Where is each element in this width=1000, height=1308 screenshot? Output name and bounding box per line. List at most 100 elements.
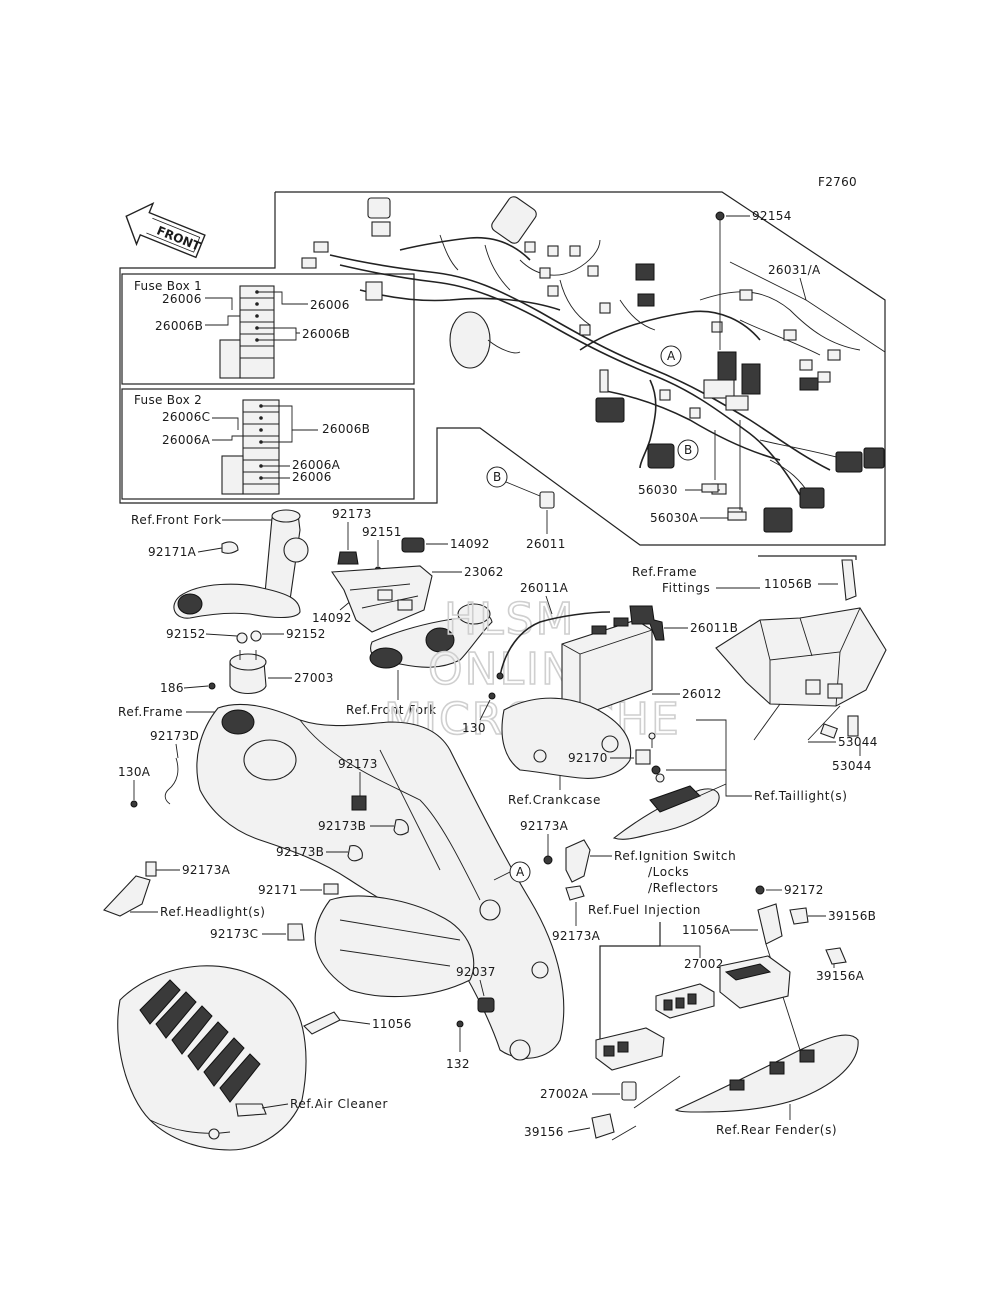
air-cleaner-housing bbox=[117, 965, 307, 1151]
ref-front-fork-1: Ref.Front Fork bbox=[131, 513, 222, 527]
label-11056: 11056 bbox=[372, 1017, 412, 1031]
fuse-box-2-label-right-2: 26006 bbox=[292, 470, 332, 484]
label-92171: 92171 bbox=[258, 883, 298, 897]
callout-a-harness: A bbox=[660, 345, 682, 367]
bracket-ignition-icon bbox=[565, 839, 591, 883]
headlight-bracket-icon bbox=[103, 875, 151, 917]
steering-stem bbox=[173, 509, 309, 644]
ref-front-fork-2: Ref.Front Fork bbox=[346, 703, 437, 717]
grommet-92037-icon bbox=[477, 997, 495, 1013]
label-39156b: 39156B bbox=[828, 909, 876, 923]
label-186: 186 bbox=[160, 681, 184, 695]
label-27003: 27003 bbox=[294, 671, 334, 685]
label-26011b: 26011B bbox=[690, 621, 738, 635]
ref-ignition-1: Ref.Ignition Switch bbox=[614, 849, 736, 863]
label-53044-b: 53044 bbox=[832, 759, 872, 773]
svg-text:A: A bbox=[667, 349, 676, 363]
relay-26011b-icon bbox=[629, 605, 665, 641]
label-56030a: 56030A bbox=[650, 511, 699, 525]
fuse-box-2: Fuse Box 2 26006C 26006A 26006B 26006A 2… bbox=[121, 388, 415, 500]
fuse-box-2-title: Fuse Box 2 bbox=[134, 393, 202, 407]
fuse-box-1-label-right-1: 26006B bbox=[302, 327, 350, 341]
ignition-switch-27003 bbox=[208, 650, 267, 695]
ref-air-cleaner: Ref.Air Cleaner bbox=[290, 1097, 388, 1111]
label-26031: 26031/A bbox=[768, 263, 821, 277]
label-130: 130 bbox=[462, 721, 486, 735]
label-92170: 92170 bbox=[568, 751, 608, 765]
label-23062: 23062 bbox=[464, 565, 504, 579]
relay-27002a-icon bbox=[621, 1081, 637, 1101]
fuse-box-1-label-right-0: 26006 bbox=[310, 298, 350, 312]
label-92173-top: 92173 bbox=[332, 507, 372, 521]
fuse-box-1: Fuse Box 1 26006 26006B 26006 26006B bbox=[121, 273, 415, 385]
damper-39156-icon bbox=[591, 1113, 615, 1139]
clip-92173b-a-icon bbox=[393, 819, 409, 836]
callout-a-frame: A bbox=[509, 861, 531, 883]
ref-frame-fittings-1: Ref.Frame bbox=[632, 565, 697, 579]
ref-ignition-3: /Reflectors bbox=[648, 881, 719, 895]
fuse-box-1-label-left-1: 26006B bbox=[155, 319, 203, 333]
ref-headlight: Ref.Headlight(s) bbox=[160, 905, 266, 919]
clip-92173-top-icon bbox=[337, 551, 359, 565]
damper-39156a-icon bbox=[825, 947, 847, 965]
bracket-11056a-icon bbox=[757, 903, 783, 945]
callout-b-26011: B bbox=[486, 466, 508, 488]
clip-92173b-b-icon bbox=[347, 845, 363, 862]
ref-rear-fender: Ref.Rear Fender(s) bbox=[716, 1123, 837, 1137]
ref-taillight: Ref.Taillight(s) bbox=[754, 789, 848, 803]
ref-crankcase: Ref.Crankcase bbox=[508, 793, 601, 807]
clip-92173-mid-icon bbox=[351, 795, 367, 811]
label-11056b: 11056B bbox=[764, 577, 812, 591]
callout-b-harness: B bbox=[677, 439, 699, 461]
clip-92170-icon bbox=[635, 749, 651, 765]
label-92173b-a: 92173B bbox=[318, 819, 366, 833]
bracket-23062 bbox=[331, 565, 433, 633]
crankcase-bracket bbox=[501, 697, 632, 779]
label-92172: 92172 bbox=[784, 883, 824, 897]
label-130a: 130A bbox=[118, 765, 151, 779]
label-92173-mid: 92173 bbox=[338, 757, 378, 771]
harness-outline bbox=[119, 191, 886, 546]
clip-headlight-icon bbox=[145, 861, 157, 877]
ref-fuel-injection: Ref.Fuel Injection bbox=[588, 903, 701, 917]
battery-tray bbox=[715, 607, 887, 707]
label-39156: 39156 bbox=[524, 1125, 564, 1139]
label-26012: 26012 bbox=[682, 687, 722, 701]
label-27002: 27002 bbox=[684, 957, 724, 971]
clip-92173c-icon bbox=[287, 923, 305, 941]
label-14092-a: 14092 bbox=[450, 537, 490, 551]
svg-text:B: B bbox=[684, 443, 693, 457]
clip-92171-icon bbox=[323, 883, 339, 895]
label-92151: 92151 bbox=[362, 525, 402, 539]
main-wiring-harness bbox=[301, 196, 885, 533]
label-26011a: 26011A bbox=[520, 581, 569, 595]
label-56030: 56030 bbox=[638, 483, 678, 497]
label-92171a: 92171A bbox=[148, 545, 197, 559]
bracket-11056-icon bbox=[303, 1011, 341, 1035]
rear-fender bbox=[674, 1034, 859, 1113]
label-27002a: 27002A bbox=[540, 1087, 589, 1101]
upper-bracket bbox=[369, 603, 493, 669]
svg-text:B: B bbox=[493, 470, 502, 484]
label-92173d: 92173D bbox=[150, 729, 199, 743]
label-92037: 92037 bbox=[456, 965, 496, 979]
label-14092-b: 14092 bbox=[312, 611, 352, 625]
damper-39156b-icon bbox=[789, 907, 809, 925]
label-132: 132 bbox=[446, 1057, 470, 1071]
main-frame bbox=[196, 703, 565, 1061]
fuse-box-2-label-left-0: 26006C bbox=[162, 410, 210, 424]
bracket-11056b-icon bbox=[841, 559, 857, 601]
relay-26011-icon bbox=[539, 491, 555, 509]
ref-ignition-2: /Locks bbox=[648, 865, 689, 879]
label-92173a-c: 92173A bbox=[552, 929, 601, 943]
fuse-box-1-title: Fuse Box 1 bbox=[134, 279, 202, 293]
ecu-27002 bbox=[595, 955, 791, 1071]
label-92173c: 92173C bbox=[210, 927, 258, 941]
label-92152-b: 92152 bbox=[286, 627, 326, 641]
cap-14092-icon bbox=[401, 537, 425, 553]
front-arrow-icon: FRONT bbox=[125, 201, 206, 259]
fuse-box-2-label-right-0: 26006B bbox=[322, 422, 370, 436]
label-39156a: 39156A bbox=[816, 969, 865, 983]
figure-code: F2760 bbox=[818, 175, 857, 189]
